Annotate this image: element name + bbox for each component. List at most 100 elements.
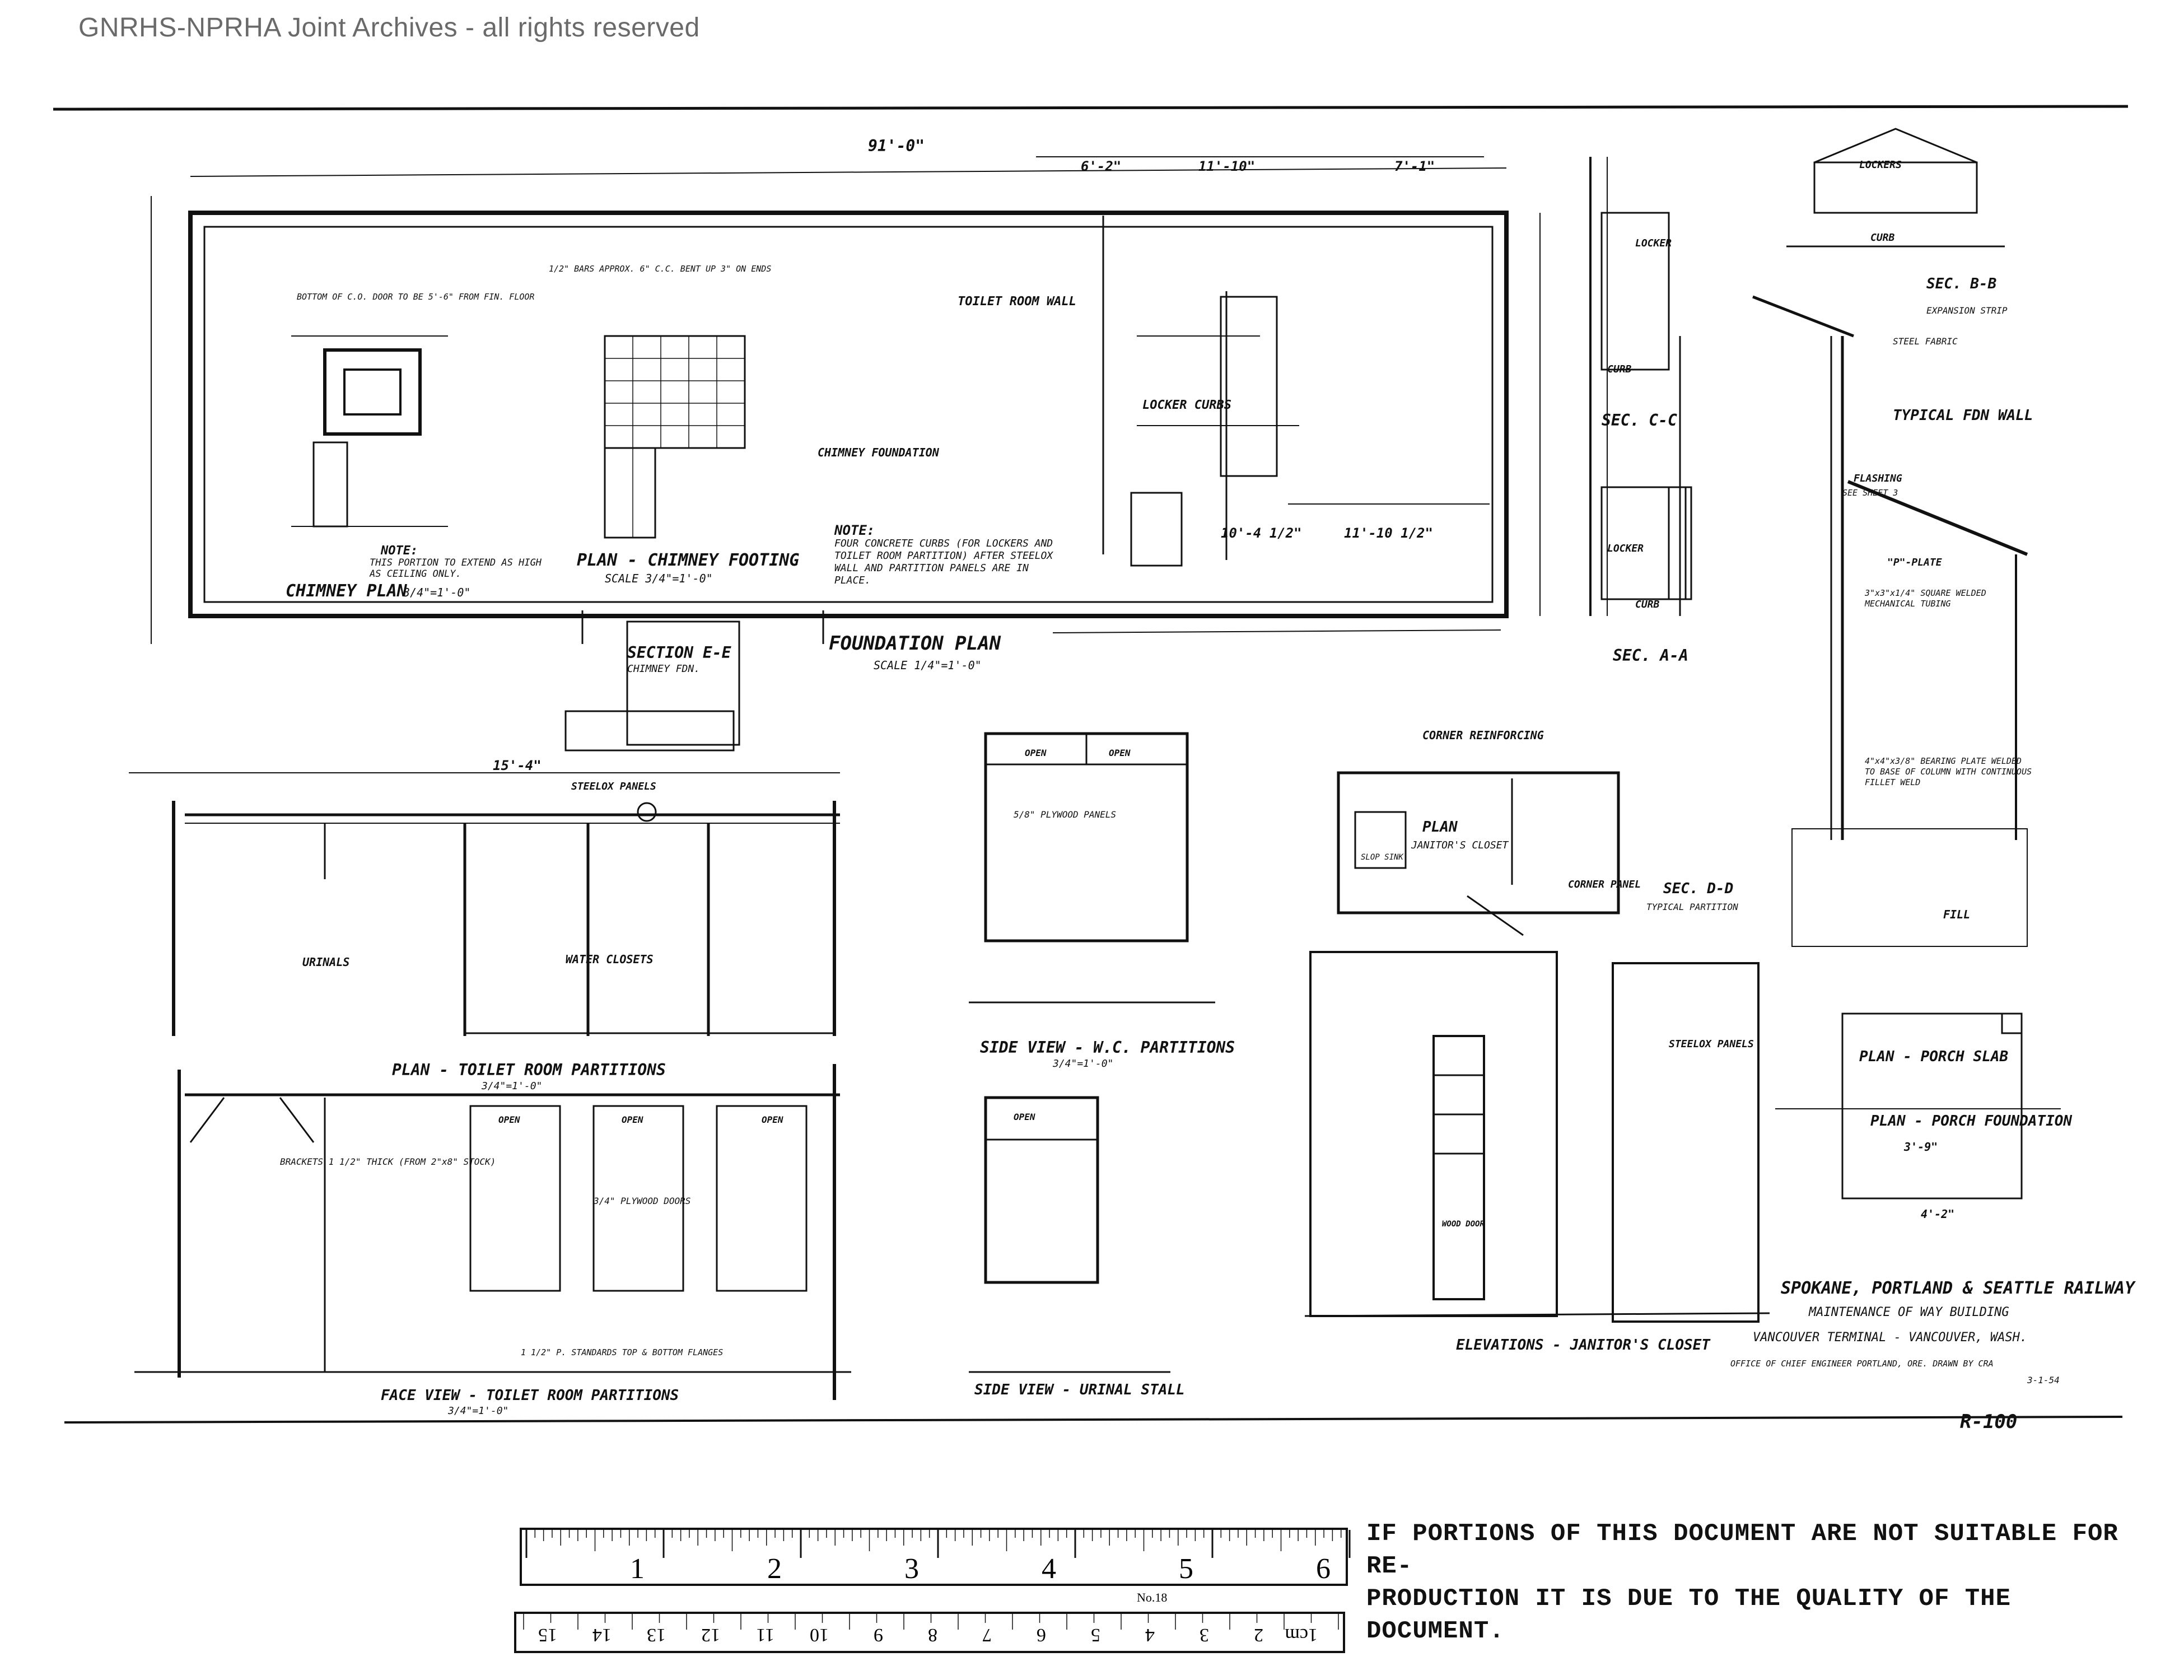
foundation-note-title: NOTE:	[834, 522, 875, 538]
cm-label: 3	[1200, 1625, 1209, 1645]
foundation-note: FOUR CONCRETE CURBS (FOR LOCKERS AND TOI…	[834, 538, 1053, 586]
cleanout-note: BOTTOM OF C.O. DOOR TO BE 5'-6" FROM FIN…	[297, 292, 534, 302]
title-location: VANCOUVER TERMINAL - VANCOUVER, WASH.	[1753, 1331, 2027, 1345]
face-view-title: FACE VIEW - TOILET ROOM PARTITIONS	[381, 1387, 679, 1404]
urinals-label: URINALS	[302, 955, 349, 969]
sheet-number: R-100	[1960, 1411, 2017, 1433]
plan-porch-slab-title: PLAN - PORCH SLAB	[1859, 1048, 2008, 1065]
typical-fdn-wall-title: TYPICAL FDN WALL	[1893, 407, 2033, 424]
toilet-room-wall-label: TOILET ROOM WALL	[958, 295, 1076, 309]
curb-label-1: CURB	[1607, 363, 1632, 375]
cm-label: 6	[1037, 1625, 1046, 1645]
foundation-plan: 91'-0" 11'-10" 6'-2" 7'-1" 10'-4 1/2" 11…	[151, 137, 1541, 672]
plan-janitor-sub: JANITOR'S CLOSET	[1411, 839, 1509, 851]
face-view-toilet: OPEN OPEN OPEN 3/4" PLYWOOD DOORS BRACKE…	[134, 1064, 851, 1417]
mech-tubing-note: 3"x3"x1/4" SQUARE WELDED MECHANICAL TUBI…	[1865, 588, 1986, 609]
chimney-plan-scale: 3/4"=1'-0"	[403, 586, 470, 599]
chimney-footing-title: PLAN - CHIMNEY FOOTING	[577, 550, 799, 570]
open-label-5: OPEN	[1109, 748, 1131, 758]
see-sheet-label: SEE SHEET 3	[1842, 488, 1898, 498]
slop-sink-label: SLOP SINK	[1361, 853, 1404, 862]
bearing-plate-note: 4"x4"x3/8" BEARING PLATE WELDED TO BASE …	[1865, 756, 2032, 787]
inch-label: 6	[1316, 1553, 1331, 1585]
plan-toilet-scale: 3/4"=1'-0"	[481, 1080, 542, 1092]
plan-porch-foundation-title: PLAN - PORCH FOUNDATION	[1870, 1113, 2072, 1130]
section-ee-title: SECTION E-E	[627, 643, 732, 662]
p-plate-label: "P"-PLATE	[1887, 557, 1942, 568]
corner-reinforcing-label: CORNER REINFORCING	[1422, 729, 1544, 742]
side-view-wc-scale: 3/4"=1'-0"	[1052, 1058, 1113, 1070]
cm-label: 1cm	[1285, 1625, 1318, 1645]
steelox-label-2: STEELOX PANELS	[1669, 1038, 1754, 1050]
open-label-4: OPEN	[1025, 748, 1047, 758]
right-details: LOCKERS CURB SEC. B-B EXPANSION STRIP ST…	[1752, 128, 2072, 1221]
steel-fabric-label: STEEL FABRIC	[1893, 336, 1958, 347]
corner-panel-label: CORNER PANEL	[1568, 879, 1641, 890]
cm-label: 10	[810, 1625, 829, 1645]
dim-d8: 10'-4 1/2"	[1221, 525, 1302, 541]
sec-aa-title: SEC. A-A	[1613, 646, 1688, 665]
bars-note: 1/2" BARS APPROX. 6" C.C. BENT UP 3" ON …	[549, 264, 771, 274]
flashing-label: FLASHING	[1854, 473, 1902, 484]
wood-door-label: WOOD DOOR	[1442, 1220, 1485, 1229]
side-view-wc-title: SIDE VIEW - W.C. PARTITIONS	[980, 1038, 1235, 1057]
section-ee: SECTION E-E CHIMNEY FDN.	[564, 620, 740, 752]
face-view-scale: 3/4"=1'-0"	[447, 1405, 508, 1417]
cm-label: 12	[701, 1625, 720, 1645]
plan-toilet-partitions: 15'-4" STEELOX PANELS URINALS WATER CLOS…	[129, 758, 840, 1092]
cm-label: 2	[1254, 1625, 1263, 1645]
side-view-urinal: OPEN SIDE VIEW - URINAL STALL	[969, 1096, 1185, 1398]
dim-d1: 15'-4"	[493, 758, 542, 773]
locker-curbs-label: LOCKER CURBS	[1142, 398, 1231, 412]
typical-partition-label: TYPICAL PARTITION	[1646, 902, 1738, 912]
chimney-note-title: NOTE:	[380, 544, 418, 558]
inch-label: 3	[904, 1553, 919, 1585]
title-railway: SPOKANE, PORTLAND & SEATTLE RAILWAY	[1781, 1278, 2136, 1298]
section-ee-sub: CHIMNEY FDN.	[627, 663, 700, 675]
locker-label-2: LOCKER	[1607, 543, 1644, 554]
inch-label: 5	[1179, 1553, 1193, 1585]
chimney-footing: 1/2" BARS APPROX. 6" C.C. BENT UP 3" ON …	[549, 264, 799, 585]
open-label-1: OPEN	[498, 1114, 520, 1125]
dim-d4: 7'-1"	[1394, 158, 1435, 174]
cm-label: 11	[756, 1625, 774, 1645]
title-date: 3-1-54	[2027, 1375, 2060, 1385]
disclaimer-line-1: IF PORTIONS OF THIS DOCUMENT ARE NOT SUI…	[1366, 1520, 2118, 1580]
fill-label: FILL	[1943, 908, 1970, 921]
dim-d3: 6'-2"	[1081, 158, 1121, 174]
cm-label: 13	[647, 1625, 666, 1645]
sec-bb-title: SEC. B-B	[1926, 276, 1996, 292]
plan-toilet-title: PLAN - TOILET ROOM PARTITIONS	[392, 1061, 666, 1079]
sec-cc-title: SEC. C-C	[1602, 411, 1677, 430]
chimney-footing-scale: SCALE 3/4"=1'-0"	[605, 572, 713, 585]
plywood-panels-label: 5/8" PLYWOOD PANELS	[1014, 809, 1116, 820]
chimney-plan-title: CHIMNEY PLAN	[286, 581, 408, 601]
cm-label: 4	[1145, 1625, 1155, 1645]
chimney-foundation-label: CHIMNEY FOUNDATION	[818, 446, 940, 459]
plan-janitor-title: PLAN	[1422, 819, 1458, 836]
expansion-strip-label: EXPANSION STRIP	[1926, 305, 2008, 316]
inch-label: 4	[1042, 1553, 1056, 1585]
steelox-label-1: STEELOX PANELS	[571, 781, 656, 792]
cm-label: 14	[592, 1625, 612, 1645]
inch-label: 1	[630, 1553, 645, 1585]
water-closets-label: WATER CLOSETS	[566, 953, 654, 966]
locker-label-1: LOCKER	[1635, 237, 1672, 249]
dim-d9: 11'-10 1/2"	[1344, 525, 1433, 541]
cm-label: 9	[874, 1625, 883, 1645]
quality-disclaimer: IF PORTIONS OF THIS DOCUMENT ARE NOT SUI…	[1366, 1518, 2128, 1645]
sec-dd-title: SEC. D-D	[1663, 880, 1733, 897]
bottom-border	[64, 1416, 2123, 1424]
foundation-plan-scale: SCALE 1/4"=1'-0"	[874, 659, 982, 672]
janitor-closet: PLAN JANITOR'S CLOSET SLOP SINK CORNER P…	[1304, 771, 1770, 1354]
chimney-plan: CHIMNEY PLAN 3/4"=1'-0" BOTTOM OF C.O. D…	[286, 292, 542, 601]
title-office: OFFICE OF CHIEF ENGINEER PORTLAND, ORE. …	[1730, 1359, 1994, 1369]
side-view-wc: OPEN OPEN 5/8" PLYWOOD PANELS SIDE VIEW …	[969, 732, 1235, 1070]
lockers-label: LOCKERS	[1859, 159, 1902, 171]
cm-label: 15	[538, 1625, 557, 1645]
elevations-janitor-title: ELEVATIONS - JANITOR'S CLOSET	[1456, 1337, 1711, 1354]
